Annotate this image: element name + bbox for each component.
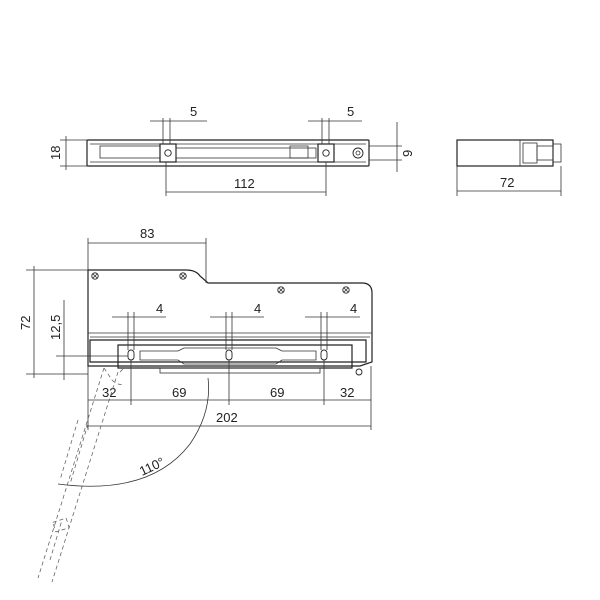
dim-front-height: 72 (18, 316, 33, 330)
dim-front-seg-1: 32 (102, 385, 116, 400)
adjust-screw-icon (352, 147, 364, 159)
dim-front-seg-3: 69 (270, 385, 284, 400)
dim-front-seg-4: 32 (340, 385, 354, 400)
dim-front-angle: 110° (137, 454, 167, 479)
screw-icon (277, 286, 285, 294)
mount-slot-3 (320, 349, 328, 361)
dim-top-height: 18 (48, 146, 63, 160)
open-flap-outline (37, 367, 125, 583)
dim-top-right-height: 9 (400, 150, 415, 157)
mount-slot-2 (225, 349, 233, 361)
dim-front-slot-3: 4 (350, 301, 357, 316)
dim-end-width: 72 (500, 175, 514, 190)
dim-top-slot-left: 5 (190, 104, 197, 119)
top-view: 5 5 18 9 112 (48, 104, 415, 196)
dim-front-seg-2: 69 (172, 385, 186, 400)
top-view-body (86, 139, 370, 167)
dim-top-slot-right: 5 (347, 104, 354, 119)
dim-front-total: 202 (216, 410, 238, 425)
screw-icon (342, 286, 350, 294)
front-view: 83 72 12,5 4 4 4 32 69 69 32 (18, 226, 373, 583)
end-view: 72 (456, 139, 562, 196)
mount-slot-1 (127, 349, 135, 361)
angle-arc (57, 377, 209, 487)
mounting-plate (117, 344, 353, 369)
dim-front-top: 83 (140, 226, 154, 241)
screw-icon (91, 272, 99, 280)
front-view-body (87, 269, 373, 367)
end-view-body (456, 139, 554, 167)
dim-top-length: 112 (234, 176, 255, 191)
dim-front-slot-1: 4 (156, 301, 163, 316)
dim-front-slot-2: 4 (254, 301, 261, 316)
dim-front-hole-offset: 12,5 (48, 315, 63, 340)
screw-icon (179, 272, 187, 280)
